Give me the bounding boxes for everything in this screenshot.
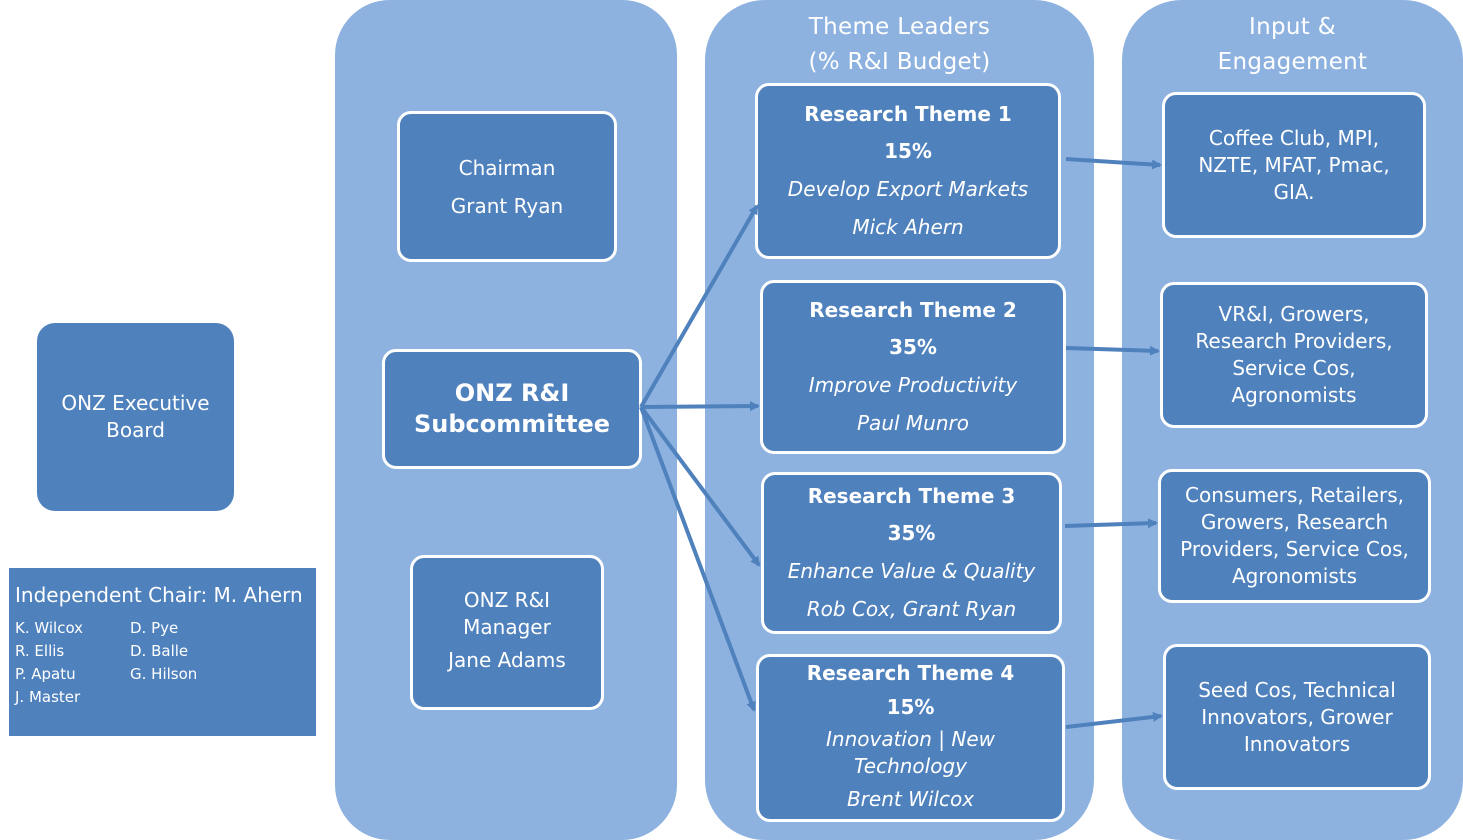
stakeholder-line: NZTE, MFAT, Pmac, xyxy=(1198,152,1390,177)
theme-title: Research Theme 2 xyxy=(809,298,1017,322)
theme-leaders-heading-line-2: (% R&I Budget) xyxy=(808,49,991,75)
stakeholder-line: Agronomists xyxy=(1231,564,1358,588)
manager-name: Jane Adams xyxy=(448,647,566,672)
theme-goal: Develop Export Markets xyxy=(787,177,1029,201)
arrow-subcommittee-to-theme-4 xyxy=(639,406,756,712)
arrow-theme-3-to-input xyxy=(1064,518,1158,529)
theme-percent: 35% xyxy=(889,335,937,359)
stakeholder-line: Consumers, Retailers, xyxy=(1185,483,1404,507)
theme-goal-line-2: Technology xyxy=(854,754,967,778)
input-engagement-heading-line-1: Input & xyxy=(1249,14,1336,40)
stakeholder-line: GIA. xyxy=(1273,179,1315,204)
stakeholder-line: Seed Cos, Technical xyxy=(1198,677,1396,702)
manager-line-1: ONZ R&I xyxy=(463,587,551,612)
member-name: D. Pye xyxy=(130,619,179,637)
theme-percent: 35% xyxy=(887,521,936,545)
chairman-role: Chairman xyxy=(458,155,556,180)
stakeholder-line: VR&I, Growers, xyxy=(1218,302,1370,326)
theme-percent: 15% xyxy=(886,695,935,719)
stakeholder-group-3-box: Consumers, Retailers, Growers, Research … xyxy=(1158,469,1431,603)
stakeholder-line: Providers, Service Cos, xyxy=(1180,537,1409,561)
stakeholder-group-4-box: Seed Cos, Technical Innovators, Grower I… xyxy=(1163,644,1431,790)
theme-leader: Brent Wilcox xyxy=(846,787,975,811)
member-name: J. Master xyxy=(15,688,81,706)
stakeholder-group-1-box: Coffee Club, MPI, NZTE, MFAT, Pmac, GIA. xyxy=(1162,92,1426,238)
member-name: D. Balle xyxy=(130,642,189,660)
arrow-subcommittee-to-theme-3 xyxy=(639,405,761,567)
independent-chair-box: Independent Chair: M. Ahern K. Wilcox D.… xyxy=(9,568,316,736)
arrow-theme-4-to-input xyxy=(1065,711,1163,729)
theme-percent: 15% xyxy=(884,139,932,163)
input-engagement-heading-line-2: Engagement xyxy=(1217,49,1368,75)
arrow-theme-2-to-input xyxy=(1065,345,1160,356)
independent-chair-heading: Independent Chair: M. Ahern xyxy=(15,583,303,607)
executive-board-line-1: ONZ Executive xyxy=(61,391,210,415)
theme-leaders-heading-line-1: Theme Leaders xyxy=(808,14,991,40)
chairman-name: Grant Ryan xyxy=(450,193,564,218)
theme-title: Research Theme 1 xyxy=(804,102,1012,126)
stakeholder-line: Innovators, Grower xyxy=(1201,704,1393,729)
theme-leader: Mick Ahern xyxy=(852,215,964,239)
theme-goal: Enhance Value & Quality xyxy=(787,559,1036,583)
theme-leaders-heading: Theme Leaders (% R&I Budget) xyxy=(705,10,1094,80)
research-theme-1-box: Research Theme 1 15% Develop Export Mark… xyxy=(755,83,1061,259)
manager-line-2: Manager xyxy=(463,614,551,639)
input-engagement-heading: Input & Engagement xyxy=(1122,10,1463,80)
stakeholder-group-2-box: VR&I, Growers, Research Providers, Servi… xyxy=(1160,282,1428,428)
stakeholder-line: Coffee Club, MPI, xyxy=(1208,125,1380,150)
stakeholder-line: Agronomists xyxy=(1231,383,1357,407)
arrow-subcommittee-to-theme-2 xyxy=(640,401,760,412)
subcommittee-line-2: Subcommittee xyxy=(413,410,610,438)
chairman-box: Chairman Grant Ryan xyxy=(397,111,617,262)
member-name: G. Hilson xyxy=(130,665,198,683)
executive-board-line-2: Board xyxy=(106,418,165,442)
theme-goal: Improve Productivity xyxy=(808,373,1018,397)
executive-board-box: ONZ Executive Board xyxy=(37,323,234,511)
theme-leader: Rob Cox, Grant Ryan xyxy=(806,597,1017,621)
theme-goal: Innovation | New xyxy=(826,727,995,751)
manager-box: ONZ R&I Manager Jane Adams xyxy=(410,555,604,710)
stakeholder-line: Growers, Research xyxy=(1200,510,1389,534)
member-name: R. Ellis xyxy=(15,642,65,660)
member-name: P. Apatu xyxy=(15,665,76,683)
theme-title: Research Theme 4 xyxy=(806,661,1015,685)
member-list: K. Wilcox D. Pye R. Ellis D. Balle P. Ap… xyxy=(15,617,316,709)
stakeholder-line: Service Cos, xyxy=(1232,356,1356,380)
arrow-subcommittee-to-theme-1 xyxy=(639,204,759,408)
arrow-theme-1-to-input xyxy=(1065,157,1162,170)
stakeholder-line: Research Providers, xyxy=(1195,329,1393,353)
member-name: K. Wilcox xyxy=(15,619,84,637)
subcommittee-line-1: ONZ R&I xyxy=(454,379,570,407)
stakeholder-line: Innovators xyxy=(1243,731,1351,756)
research-theme-3-box: Research Theme 3 35% Enhance Value & Qua… xyxy=(761,472,1062,634)
research-theme-2-box: Research Theme 2 35% Improve Productivit… xyxy=(760,280,1066,454)
theme-title: Research Theme 3 xyxy=(807,484,1016,508)
subcommittee-box: ONZ R&I Subcommittee xyxy=(382,349,642,469)
theme-leader: Paul Munro xyxy=(857,411,969,435)
research-theme-4-box: Research Theme 4 15% Innovation | New Te… xyxy=(756,654,1065,822)
